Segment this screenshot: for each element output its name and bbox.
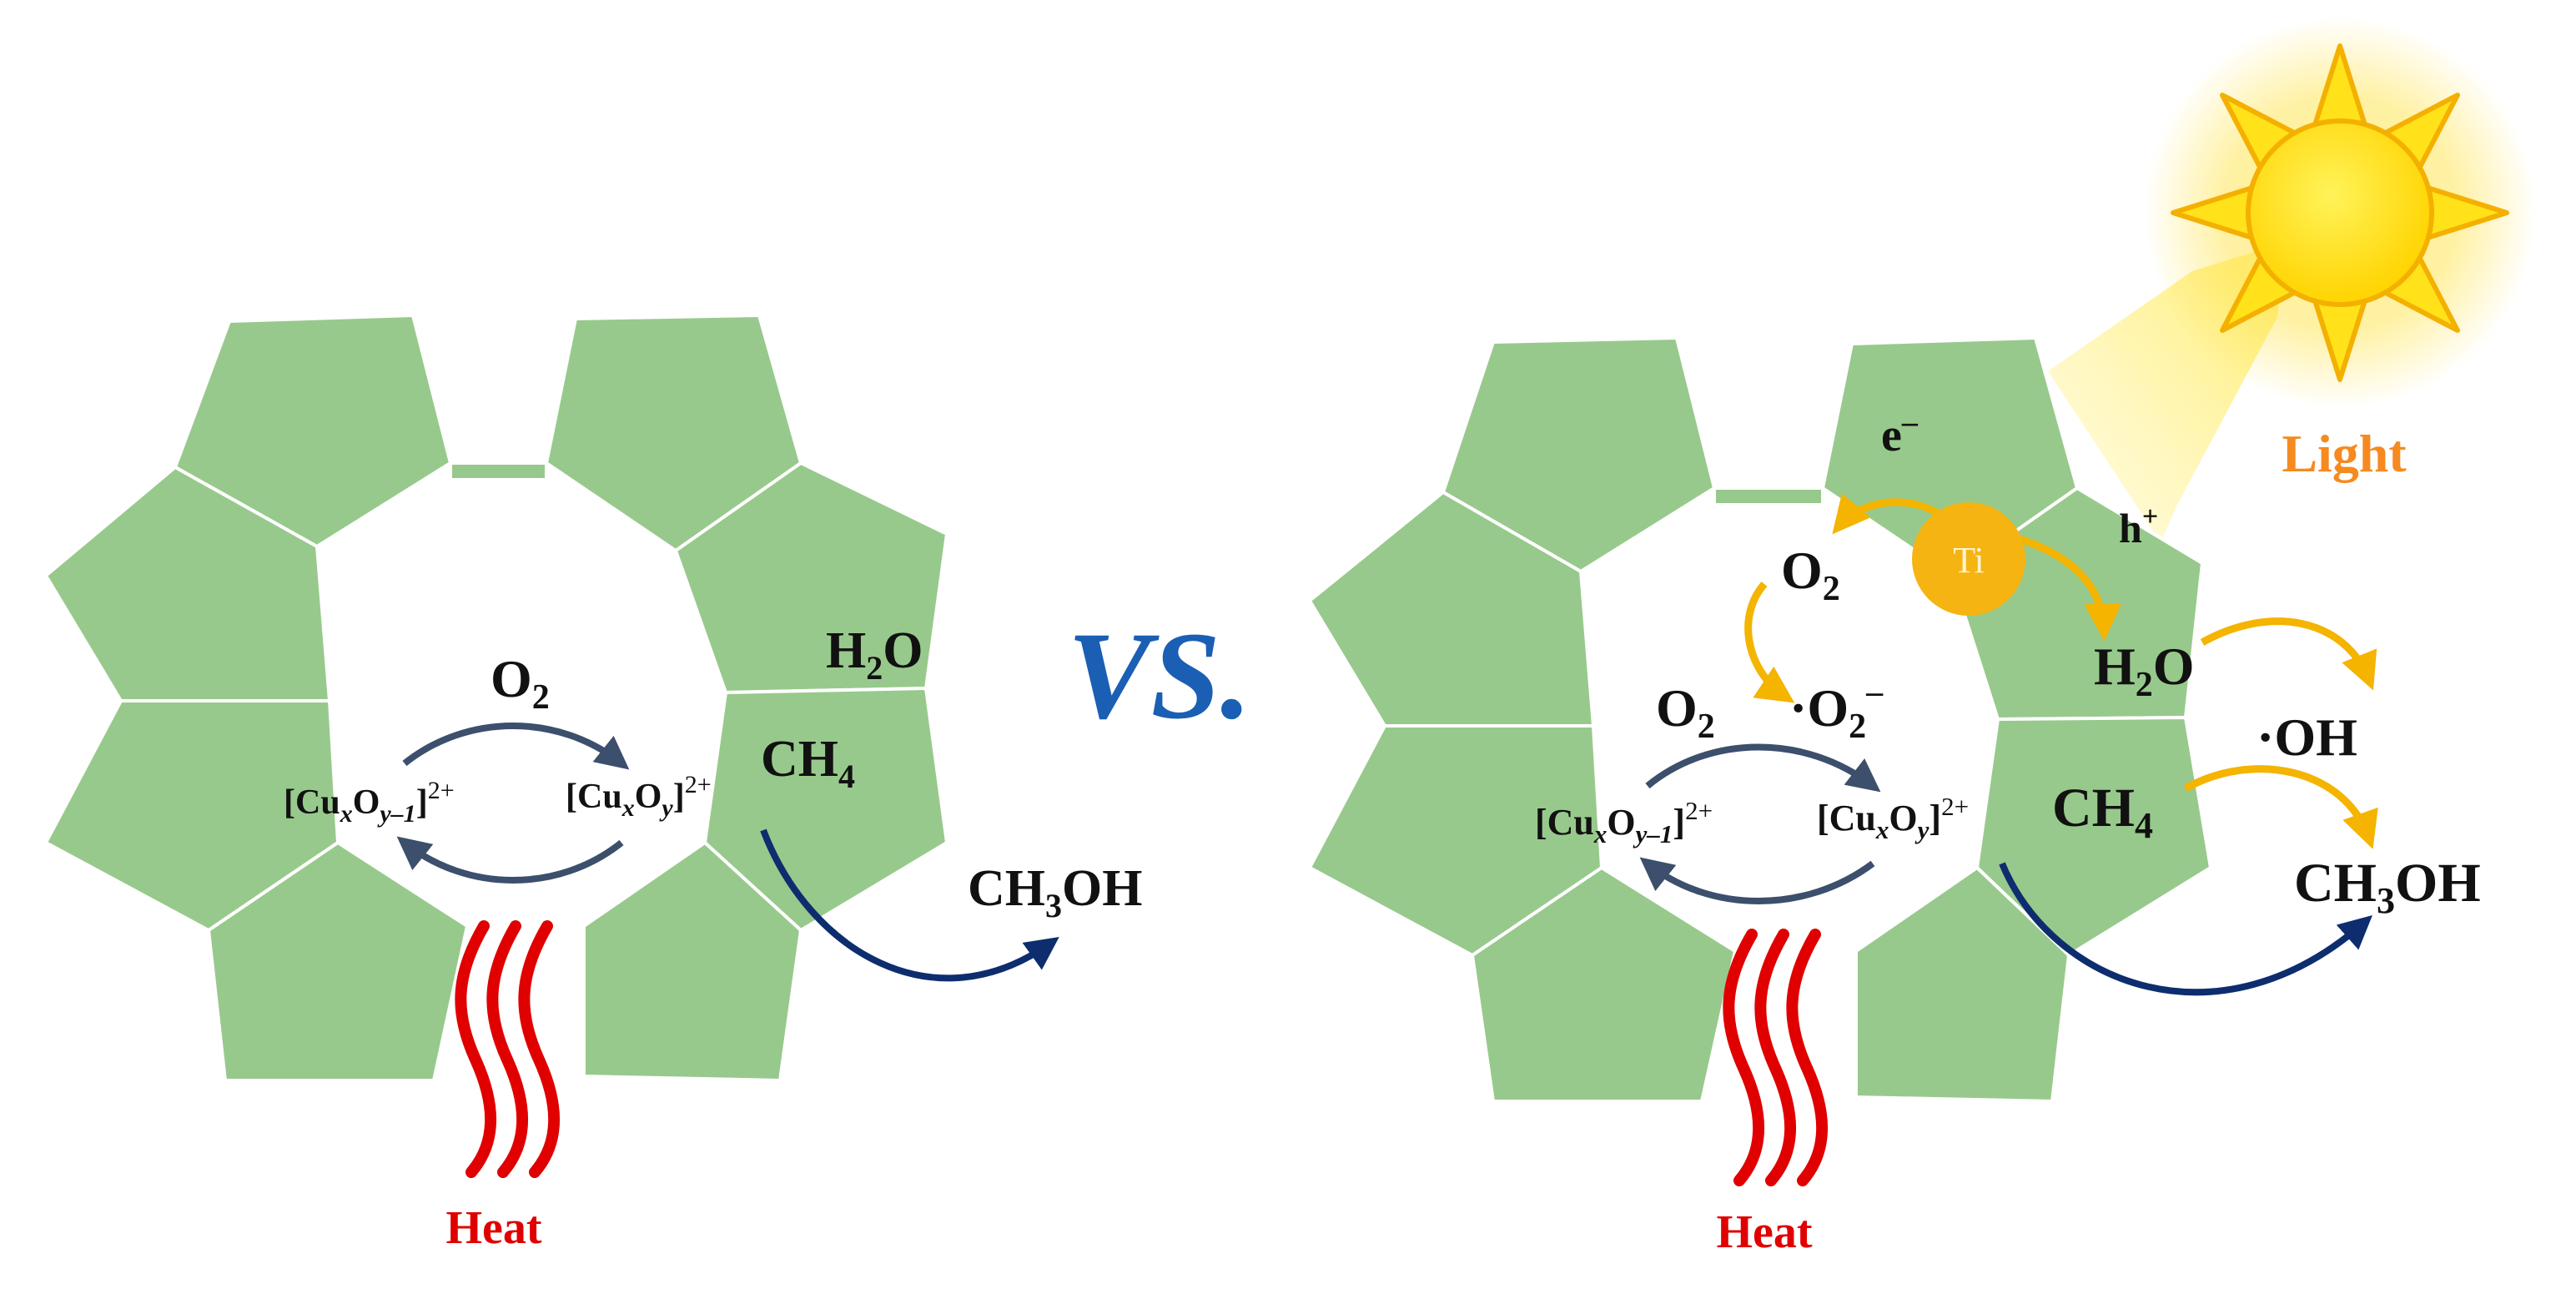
left-reduction-arrow <box>396 836 624 884</box>
ti-label: Ti <box>1953 540 1985 581</box>
left-cu-oxidized-label: [CuxOy]2+ <box>566 771 712 822</box>
framework-pentagon <box>582 841 802 1082</box>
framework-pentagon <box>449 461 548 481</box>
left-zeolite-framework <box>44 314 948 1082</box>
sun-icon <box>2144 17 2536 409</box>
heat-waves-icon <box>455 920 561 1178</box>
right-ch3oh-label: CH3OH <box>2294 853 2481 921</box>
hole-label: h+ <box>2119 501 2158 551</box>
framework-pentagon <box>207 841 469 1082</box>
right-methanol-arrow <box>1999 862 2372 996</box>
right-o2-top-label: O2 <box>1781 541 1840 608</box>
left-o2-label: O2 <box>491 649 550 717</box>
right-h2o-label: H2O <box>2094 637 2195 704</box>
framework-pentagon <box>1975 716 2212 957</box>
superoxide-formation-arrow <box>1744 582 1795 703</box>
methane-oxidation-arrow <box>2183 765 2378 849</box>
left-h2o-label: H2O <box>826 622 923 687</box>
right-o2-mid-label: O2 <box>1656 678 1715 746</box>
right-heat-label: Heat <box>1716 1206 1812 1258</box>
left-ch4-label: CH4 <box>761 731 855 795</box>
left-heat-label: Heat <box>445 1202 541 1254</box>
framework-pentagon <box>1471 866 1737 1103</box>
electron-transfer-arrow <box>1832 493 1946 535</box>
superoxide-label: ·O2– <box>1789 672 1884 746</box>
hole-transfer-arrow <box>2000 530 2122 642</box>
framework-pentagon <box>1713 486 1824 506</box>
right-cu-reduced-label: [CuxOy–1]2+ <box>1535 796 1713 848</box>
left-oxidation-arrow <box>402 723 630 770</box>
ti-atom-icon: Ti <box>1912 502 2025 616</box>
left-methanol-arrow <box>760 828 1059 982</box>
framework-pentagon <box>674 461 948 694</box>
right-ch4-label: CH4 <box>2052 778 2153 846</box>
framework-pentagon <box>1854 866 2070 1103</box>
right-cu-oxidized-label: [CuxOy]2+ <box>1817 792 1969 844</box>
right-reduction-arrow <box>1639 857 1875 904</box>
vs-label: VS. <box>1068 607 1252 745</box>
heat-waves-icon <box>1723 929 1829 1186</box>
electron-label: e– <box>1881 405 1919 461</box>
hydroxyl-label: ·OH <box>2257 707 2357 767</box>
left-cu-reduced-label: [CuxOy–1]2+ <box>284 777 455 828</box>
framework-pentagon <box>174 314 452 548</box>
framework-pentagon <box>1441 336 1716 573</box>
framework-pentagon <box>703 687 948 932</box>
hydroxyl-formation-arrow <box>2200 617 2377 691</box>
left-ch3oh-label: CH3OH <box>968 860 1142 924</box>
light-label: Light <box>2282 424 2407 483</box>
right-oxidation-arrow <box>1645 743 1881 793</box>
